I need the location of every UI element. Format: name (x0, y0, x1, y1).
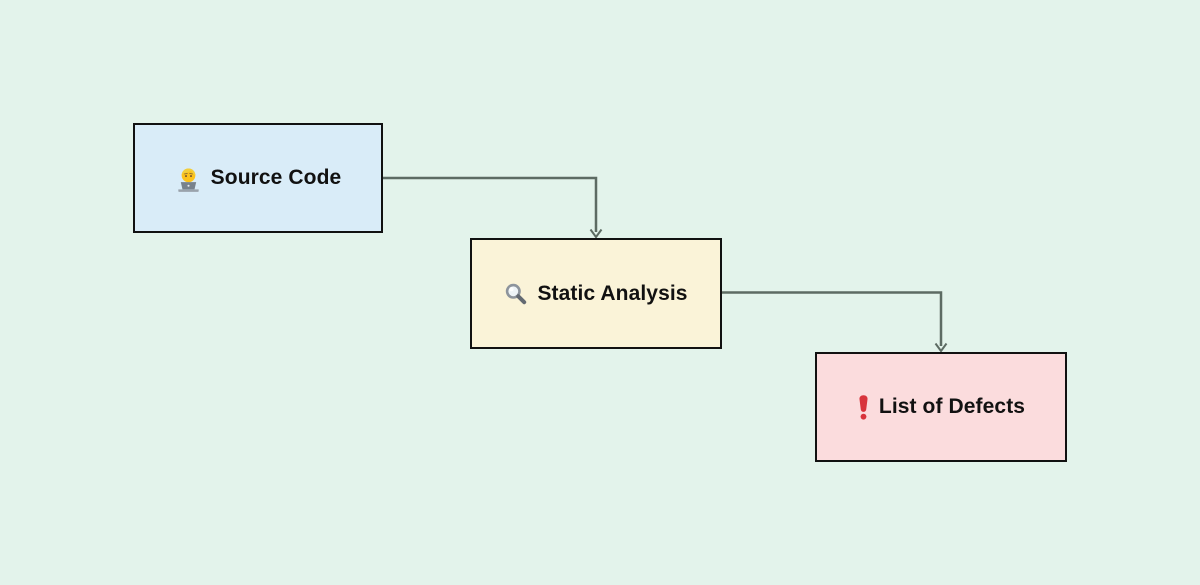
node-list-of-defects[interactable]: List of Defects (815, 352, 1067, 462)
node-label: Source Code (210, 166, 342, 189)
connector-source-to-analysis (383, 176, 603, 239)
node-label: Static Analysis (537, 281, 688, 305)
magnifying-glass-icon (504, 282, 528, 306)
node-static-analysis[interactable]: Static Analysis (470, 238, 722, 349)
node-source-code[interactable]: Source Code (133, 123, 383, 233)
red-exclamation-icon (857, 394, 870, 420)
node-label: List of Defects (878, 395, 1026, 418)
connector-analysis-to-defects (722, 291, 948, 353)
technologist-icon (175, 165, 202, 192)
